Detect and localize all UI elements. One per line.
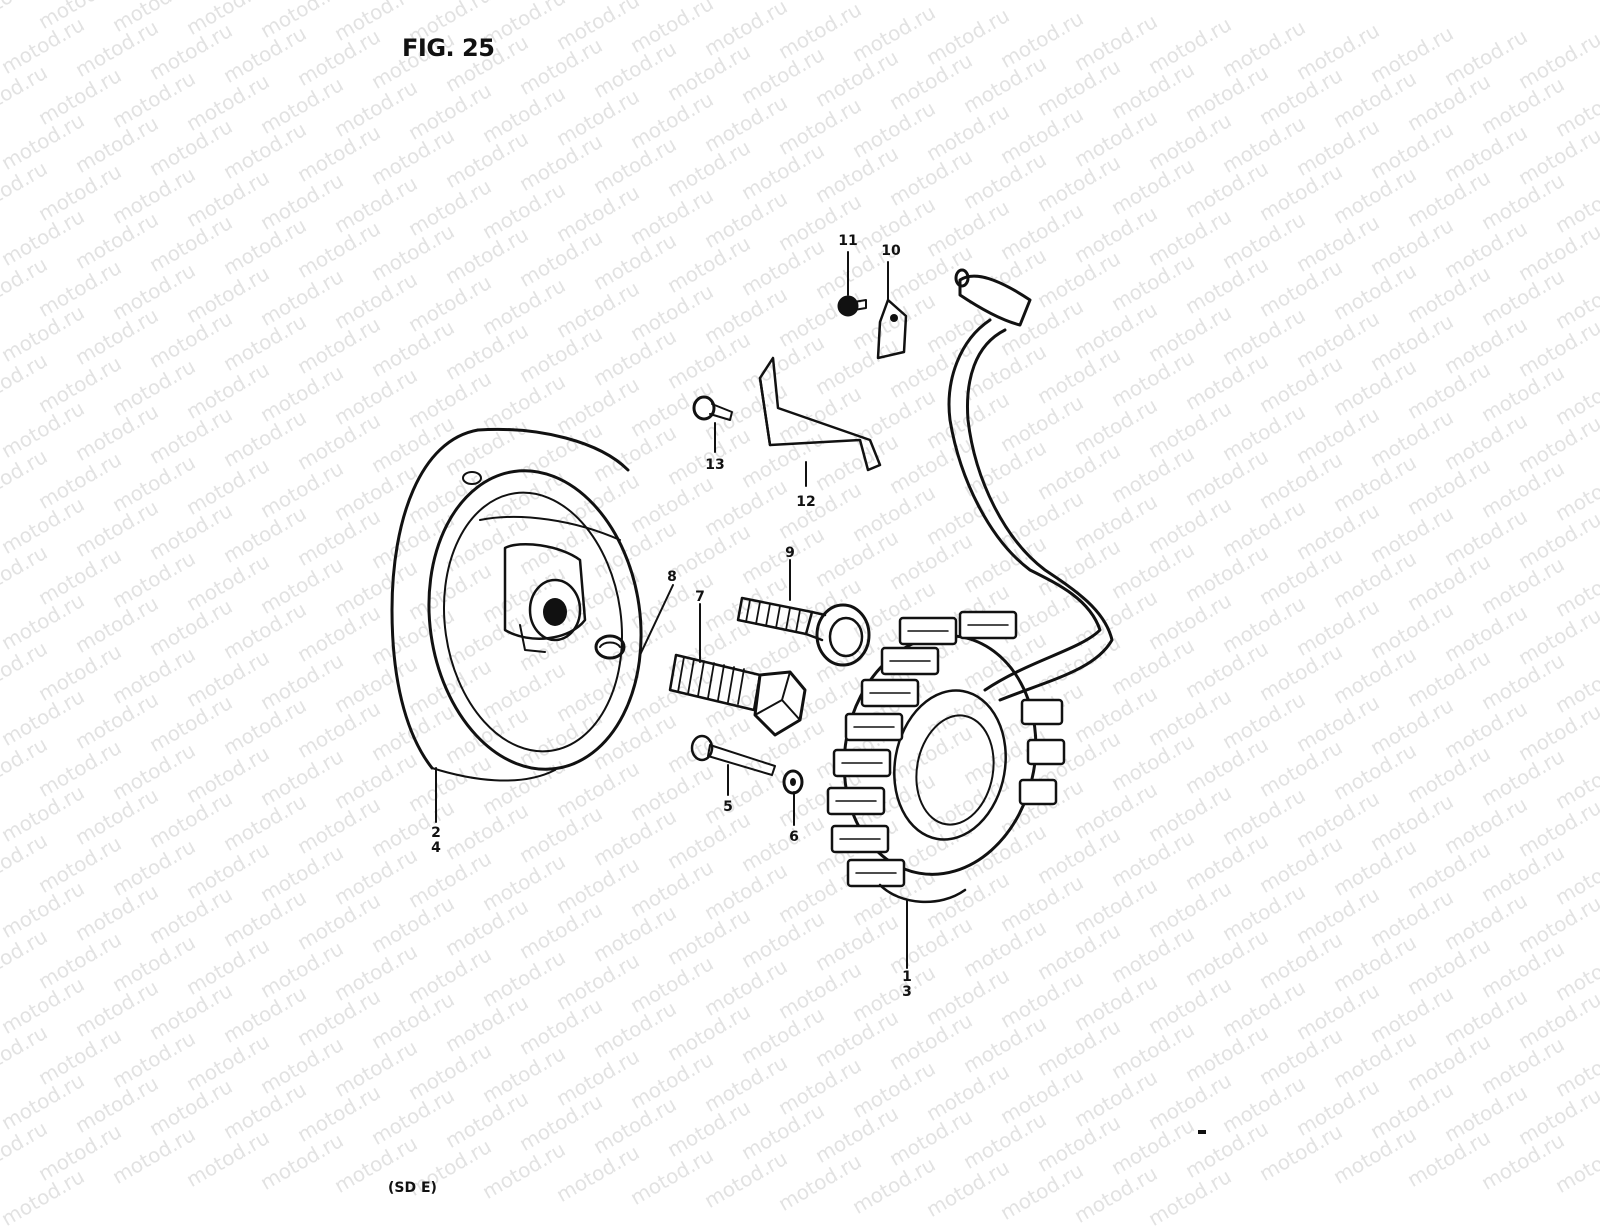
callout-3-label: 3: [902, 983, 912, 1000]
rotor-part: [390, 427, 643, 782]
callout-9: 9: [785, 546, 795, 560]
callout-5: 5: [723, 800, 733, 814]
callout-6-label: 6: [789, 829, 799, 845]
callout-7: 7: [695, 590, 705, 604]
lead-wire-guide-part: [758, 356, 882, 472]
callout-12-label: 12: [796, 494, 816, 510]
exploded-parts-diagram: [390, 251, 1114, 969]
callout-8: 8: [667, 570, 677, 584]
callout-9-label: 9: [785, 545, 795, 561]
callout-2-4: 2 4: [431, 826, 441, 855]
callout-12: 12: [796, 495, 815, 509]
figure-title: FIG. 25: [402, 34, 495, 62]
callout-11-label: 11: [838, 233, 858, 249]
leader-lines: [435, 251, 908, 969]
callout-4-label: 4: [431, 839, 441, 856]
callout-10-label: 10: [881, 243, 901, 259]
callout-2-label: 2: [431, 825, 441, 841]
clamp-part: [876, 298, 908, 360]
callout-8-label: 8: [667, 569, 677, 585]
key-part: [594, 634, 626, 660]
callout-13-label: 13: [705, 457, 725, 473]
callout-5-label: 5: [723, 799, 733, 815]
footer-code: (SD E): [388, 1180, 437, 1196]
flange-bolt-part: [736, 596, 871, 667]
stray-mark: [1198, 1130, 1206, 1134]
clamp-screw-part: [837, 295, 867, 317]
callout-10: 10: [881, 244, 900, 258]
stator-part: [826, 268, 1114, 904]
callout-1-3: 1 3: [902, 970, 912, 999]
washer-part: [782, 769, 804, 795]
rotor-bolt-part: [668, 653, 807, 737]
callout-11: 11: [838, 234, 857, 248]
callout-13: 13: [705, 458, 724, 472]
guide-screw-part: [692, 395, 733, 421]
stator-screw-part: [690, 734, 776, 776]
callout-6: 6: [789, 830, 799, 844]
callout-1-label: 1: [902, 969, 912, 985]
callout-7-label: 7: [695, 589, 705, 605]
